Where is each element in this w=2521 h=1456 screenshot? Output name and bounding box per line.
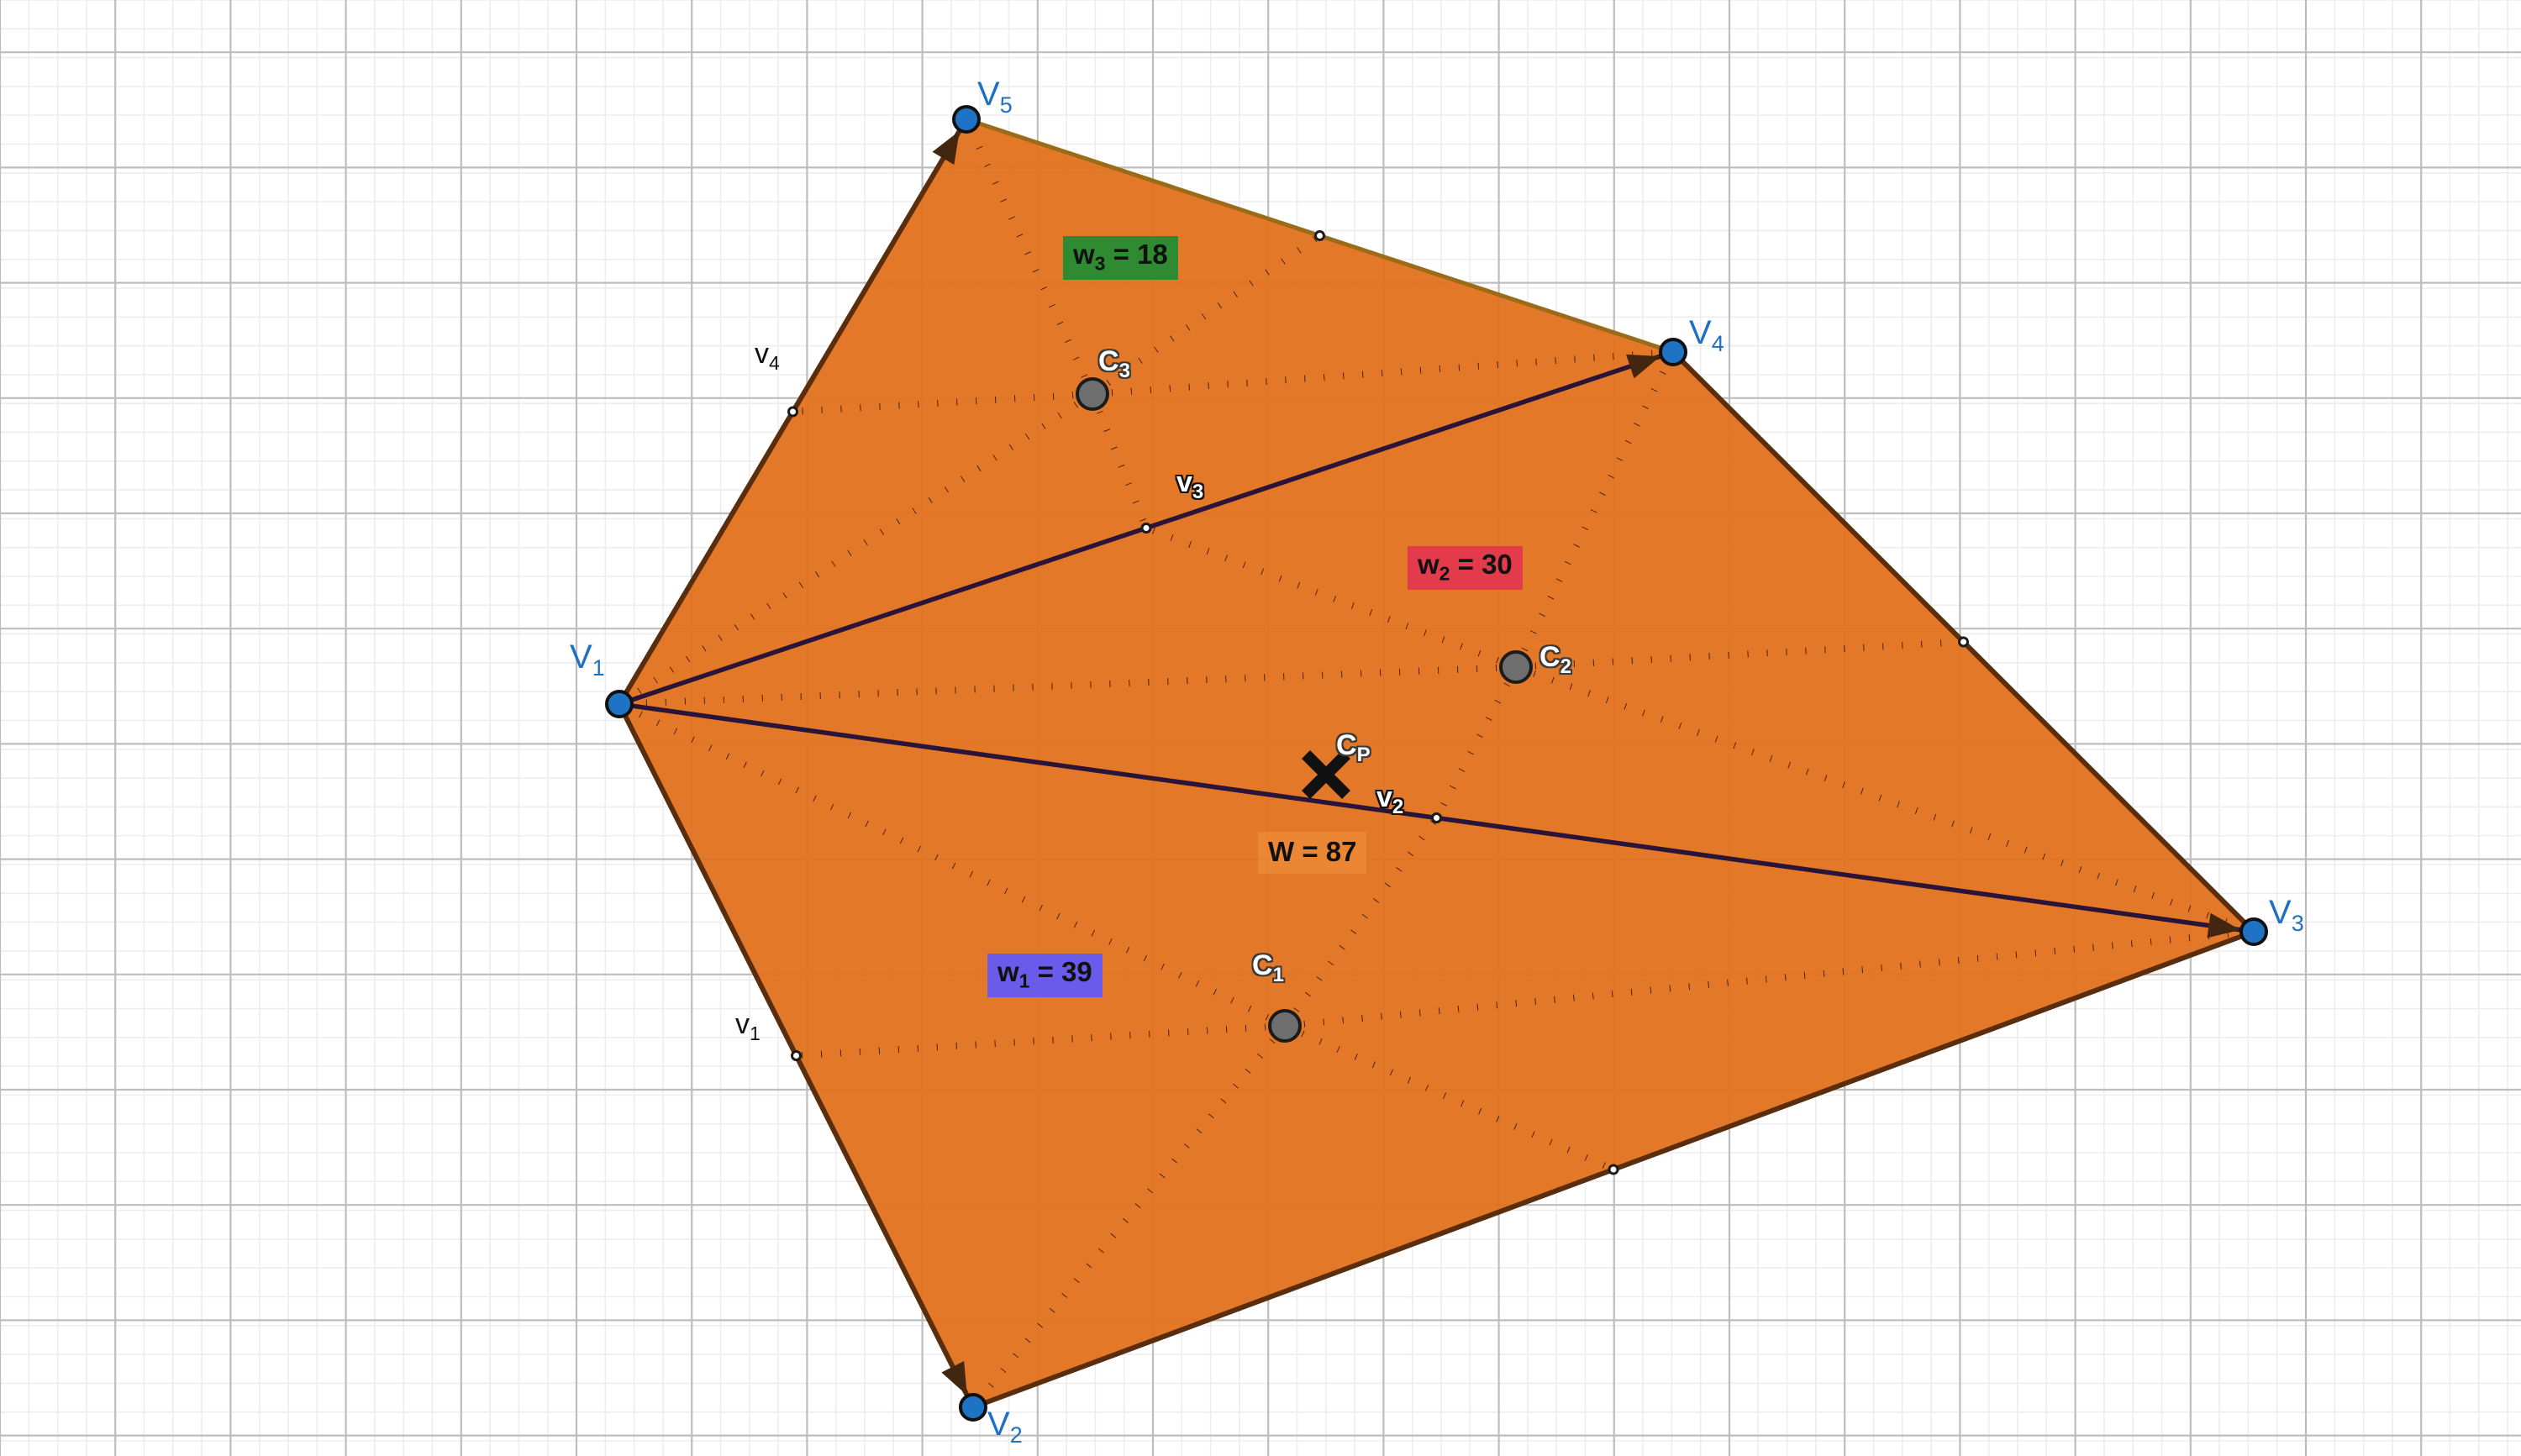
median-vertex-line <box>1092 349 1674 397</box>
median-vertex-line <box>963 118 1096 396</box>
midpoint-marker <box>1140 523 1152 534</box>
median-vertex-line <box>1513 350 1676 669</box>
midpoint-markers <box>787 230 1969 1175</box>
vertex-dot-v3[interactable] <box>2239 917 2268 946</box>
vertex-dot-v1[interactable] <box>605 690 634 718</box>
weight-badge-w2: w2 = 30 <box>1408 546 1523 590</box>
edge-arrow-v2 <box>941 1361 967 1396</box>
midpoint-marker <box>1314 230 1325 241</box>
subscript: 3 <box>1094 252 1106 275</box>
diagonal-arrow-v4 <box>1626 354 1660 379</box>
centroid-dot-c1[interactable] <box>1268 1009 1302 1043</box>
subscript: 1 <box>1018 970 1030 992</box>
vertex-dot-v4[interactable] <box>1659 338 1687 366</box>
weight-badge-w3: w3 = 18 <box>1063 236 1178 280</box>
total-weight-badge: W = 87 <box>1258 832 1367 874</box>
median-layer <box>617 118 2255 1410</box>
midpoint-marker <box>1958 636 1969 648</box>
polygon-fill <box>619 119 2254 1407</box>
midpoint-marker <box>787 406 798 418</box>
edge-arrow-v5 <box>932 130 960 166</box>
midpoint-marker <box>1431 812 1442 823</box>
vertex-dot-v5[interactable] <box>952 105 981 134</box>
midpoint-marker <box>791 1050 802 1061</box>
median-midpoint-line <box>1145 524 1518 670</box>
centroid-dot-c3[interactable] <box>1076 377 1109 411</box>
x-cross-icon <box>1302 750 1350 799</box>
vertex-dot-v2[interactable] <box>959 1393 987 1422</box>
subscript: 2 <box>1439 562 1450 585</box>
midpoint-marker <box>1608 1164 1619 1175</box>
diagonal-arrow-v3 <box>2207 912 2241 938</box>
centroid-dot-c2[interactable] <box>1499 650 1533 684</box>
centroid-dots <box>1076 377 1533 1043</box>
polygon-centroid-marker[interactable] <box>1302 750 1350 799</box>
vertex-dots <box>605 105 2268 1422</box>
weight-badge-w1: w1 = 39 <box>987 954 1103 997</box>
